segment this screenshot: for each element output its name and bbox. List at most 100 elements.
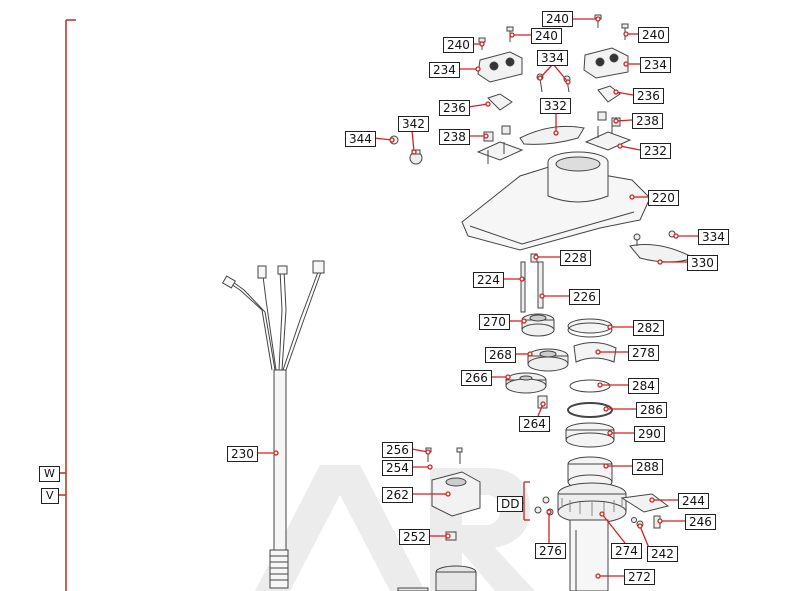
leader-dot — [519, 276, 525, 282]
leader-dot — [673, 233, 679, 239]
leader-lines — [256, 16, 698, 579]
watermark — [255, 465, 535, 591]
leader-dot — [603, 463, 609, 469]
callout-264: 264 — [519, 416, 550, 432]
lever-244 — [620, 493, 670, 513]
leader-dot — [540, 401, 546, 407]
callout-270: 270 — [479, 314, 510, 330]
ring-282 — [567, 318, 613, 338]
plate-332 — [519, 125, 585, 145]
leader-dot — [273, 450, 279, 456]
leader-dot — [595, 573, 601, 579]
leader-dot — [617, 143, 623, 149]
leader-line — [467, 103, 489, 108]
ring-290 — [565, 422, 615, 448]
leader-dot — [509, 32, 515, 38]
leader-line — [373, 137, 393, 141]
leader-dot — [649, 497, 655, 503]
shafts — [520, 253, 544, 313]
callout-dd: DD — [497, 496, 524, 512]
gear-274 — [557, 482, 627, 524]
callout-268: 268 — [485, 347, 516, 363]
callout-238: 238 — [632, 113, 663, 129]
gear-268 — [527, 348, 569, 372]
gear-270 — [521, 313, 555, 337]
pins-334-lower — [633, 230, 676, 246]
side-label-w: W — [39, 466, 60, 482]
leader-dot — [657, 259, 663, 265]
callout-238: 238 — [439, 129, 470, 145]
leader-dot — [623, 31, 629, 37]
tube-272 — [569, 519, 609, 591]
ring-286 — [567, 402, 613, 418]
leader-dot — [479, 41, 485, 47]
leader-dot — [445, 533, 451, 539]
callout-332: 332 — [540, 98, 571, 114]
callout-240: 240 — [531, 28, 562, 44]
leader-dot — [603, 406, 609, 412]
screws-256-254 — [425, 447, 463, 464]
leader-dot — [475, 66, 481, 72]
cable-harness — [221, 260, 325, 589]
callout-226: 226 — [569, 289, 600, 305]
assembly-bracket — [57, 19, 76, 591]
leader-dot — [521, 318, 527, 324]
callout-334: 334 — [698, 229, 729, 245]
callout-232: 232 — [640, 143, 671, 159]
leader-dot — [505, 374, 511, 380]
callout-256: 256 — [382, 442, 413, 458]
callout-334: 334 — [537, 50, 568, 66]
clamp-234-left — [477, 51, 523, 83]
leader-dot — [445, 491, 451, 497]
callout-330: 330 — [687, 255, 718, 271]
callout-246: 246 — [685, 514, 716, 530]
leader-dot — [483, 133, 489, 139]
leader-dot — [637, 523, 643, 529]
leader-dot — [565, 79, 571, 85]
leader-line — [619, 145, 641, 151]
callout-272: 272 — [624, 569, 655, 585]
leader-dot — [613, 89, 619, 95]
leader-dot — [485, 101, 491, 107]
leader-dot — [595, 349, 601, 355]
leader-dot — [623, 61, 629, 67]
leader-dot — [539, 293, 545, 299]
leader-line — [552, 63, 569, 83]
clamp-234-right — [583, 47, 629, 79]
side-label-v: V — [41, 488, 59, 504]
leader-line — [601, 513, 626, 544]
leader-dot — [607, 324, 613, 330]
callout-274: 274 — [611, 543, 642, 559]
callout-278: 278 — [628, 345, 659, 361]
brackets-232 — [476, 122, 632, 164]
leader-dot — [629, 194, 635, 200]
callout-228: 228 — [560, 250, 591, 266]
callout-240: 240 — [542, 11, 573, 27]
leader-dot — [546, 509, 552, 515]
callout-284: 284 — [628, 378, 659, 394]
leader-line — [411, 129, 415, 153]
leader-line — [411, 448, 429, 453]
leader-dot — [607, 430, 613, 436]
leader-dot — [537, 75, 543, 81]
o-ring-284 — [569, 379, 611, 393]
callout-254: 254 — [382, 460, 413, 476]
leader-dot — [389, 137, 395, 143]
callout-236: 236 — [633, 88, 664, 104]
motor — [397, 565, 477, 591]
callout-344: 344 — [345, 131, 376, 147]
leader-dot — [553, 130, 559, 136]
callout-252: 252 — [399, 529, 430, 545]
housing-220 — [461, 151, 651, 251]
pins-246-242 — [631, 515, 661, 529]
callout-234: 234 — [429, 62, 460, 78]
motor-mount-262 — [431, 471, 481, 517]
bracket-278 — [573, 342, 617, 363]
leader-dot — [599, 511, 605, 517]
leader-dot — [527, 351, 533, 357]
cover-330 — [629, 244, 696, 263]
callout-290: 290 — [634, 426, 665, 442]
callout-244: 244 — [678, 493, 709, 509]
callout-342: 342 — [398, 116, 429, 132]
